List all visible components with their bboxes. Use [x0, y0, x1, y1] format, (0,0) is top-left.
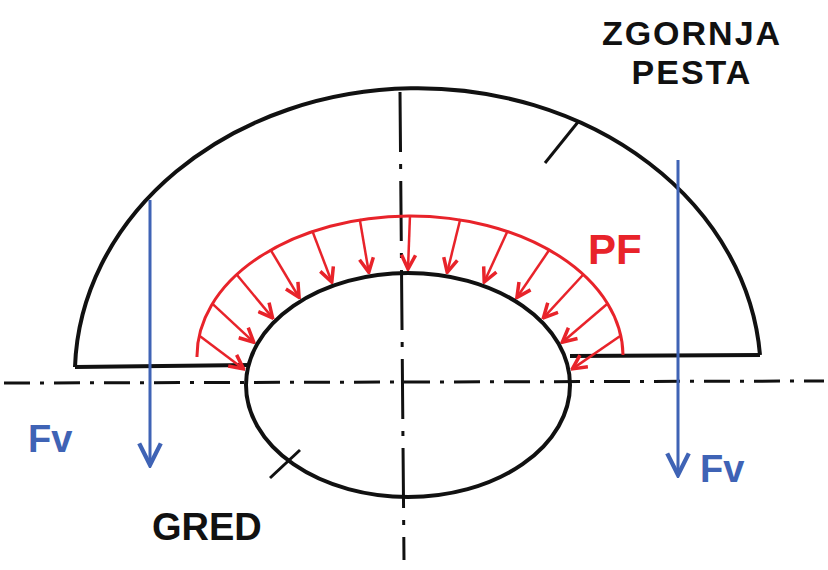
pressure-arrow [447, 219, 460, 272]
force-arrow [677, 160, 680, 475]
pressure-arrow [236, 274, 272, 318]
hub-outer-arc [75, 88, 760, 367]
pressure-arrow [484, 231, 508, 282]
pressure-arrow [543, 274, 583, 318]
force-label: Fv [700, 448, 744, 492]
leader-line [545, 122, 578, 163]
part-name: ZGORNJA PESTA [572, 14, 812, 92]
pressure-arrows [199, 215, 621, 369]
part-name: GRED [152, 506, 262, 550]
pressure-arrow [517, 249, 550, 297]
horizontal-centerline [4, 381, 824, 383]
pressure-label: PF [588, 226, 642, 274]
pressure-arrow [199, 336, 244, 369]
vertical-centerline [400, 92, 404, 560]
pressure-arrow [312, 231, 332, 282]
leader-line [270, 450, 300, 478]
shaft-outline [246, 273, 570, 497]
hub-base-line [75, 365, 250, 367]
pressure-envelope [197, 216, 623, 357]
pressure-arrow [408, 215, 410, 269]
pressure-arrow [212, 303, 254, 342]
pressure-arrow [562, 303, 608, 342]
hub-base-line [570, 355, 760, 356]
force-label: Fv [28, 418, 72, 462]
pressure-arrow [270, 249, 299, 297]
pressure-arrow [360, 219, 369, 272]
force-arrow [149, 200, 152, 465]
pressure-arrow [572, 336, 621, 369]
